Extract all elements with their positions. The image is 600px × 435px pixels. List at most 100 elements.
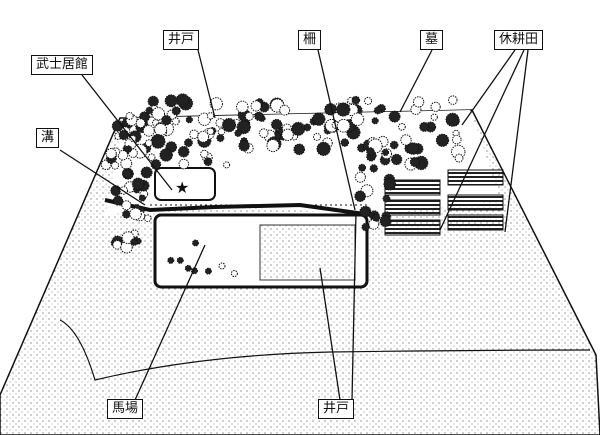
tree-icon (121, 231, 135, 245)
tree-icon (138, 194, 146, 202)
tree-icon (244, 111, 254, 121)
tree-icon (379, 215, 392, 228)
label-grave: 墓 (420, 30, 444, 50)
tree-icon (184, 138, 193, 148)
tree-icon (281, 128, 294, 142)
tree-icon (364, 96, 373, 105)
river-bank (59, 319, 591, 381)
tree-icon (218, 262, 226, 270)
tree-icon (105, 148, 117, 160)
tree-icon (204, 267, 212, 275)
tree-icon (336, 118, 351, 133)
tree-icon (406, 142, 420, 155)
tree-icon (383, 177, 397, 191)
tree-icon (336, 102, 351, 117)
tree-icon (350, 112, 365, 126)
tree-icon (135, 118, 146, 129)
tree-icon (216, 134, 225, 143)
tree-icon (451, 134, 462, 145)
tree-icon (140, 166, 153, 179)
tree-icon (110, 161, 120, 170)
leader-lines (59, 49, 529, 401)
tree-icon (382, 194, 391, 203)
tree-icon (203, 157, 213, 167)
tree-icon (150, 133, 166, 149)
tree-icon (175, 93, 190, 108)
tree-icon (143, 214, 152, 223)
tree-icon (145, 106, 154, 115)
tree-icon (361, 222, 370, 232)
tree-icon (124, 145, 133, 153)
tree-icon (122, 209, 131, 219)
tree-icon (129, 207, 142, 221)
tree-icon (217, 127, 226, 136)
tree-icon (171, 117, 180, 126)
field-plot (384, 219, 441, 236)
tree-icon (167, 256, 175, 264)
tree-icon (112, 240, 123, 250)
tree-icon (189, 129, 199, 140)
tree-icon (371, 117, 379, 125)
tree-icon (159, 148, 173, 162)
tree-icon (112, 195, 124, 206)
tree-icon (366, 147, 375, 156)
tree-icon (147, 153, 156, 162)
tree-icon (125, 111, 134, 120)
tree-icon (388, 110, 401, 123)
tree-icon (266, 138, 280, 153)
label-samurai-residence: 武士居館 (31, 55, 94, 75)
tree-icon (185, 116, 193, 124)
tree-icon (234, 129, 242, 137)
tree-icon (351, 95, 361, 105)
tree-icon (130, 238, 138, 246)
label-well-top: 井戸 (163, 30, 200, 50)
tree-icon (371, 213, 381, 222)
fallow-fields (384, 169, 504, 236)
tree-icon (258, 128, 269, 138)
tree-icon (230, 270, 238, 278)
tree-icon (311, 112, 326, 126)
tree-icon (445, 112, 460, 127)
tree-icon (254, 111, 264, 121)
tree-icon (390, 153, 403, 166)
tree-icon (121, 200, 132, 211)
tree-icon (151, 107, 166, 121)
tree-icon (291, 121, 306, 136)
tree-icon (340, 138, 350, 147)
tree-icon (200, 149, 209, 159)
tree-icon (354, 171, 366, 183)
tree-icon (154, 122, 168, 137)
tree-icon (409, 156, 421, 168)
tree-icon (184, 264, 192, 272)
tree-icon (412, 96, 425, 108)
label-well-bottom: 井戸 (318, 399, 355, 419)
tree-icon (270, 118, 283, 131)
tree-icon (398, 122, 406, 131)
tree-icon (236, 100, 249, 114)
tree-icon (144, 139, 153, 147)
tree-icon (117, 149, 129, 161)
tree-icon (250, 100, 262, 112)
tree-icon (164, 94, 178, 108)
tree-icon (312, 132, 321, 141)
tree-icon (373, 106, 382, 115)
tree-icon (274, 132, 282, 140)
tree-icon (400, 134, 412, 146)
tree-icon (197, 130, 210, 143)
tree-icon (389, 140, 399, 150)
field-plot (447, 194, 504, 211)
tree-icon (447, 95, 458, 105)
field-plot (384, 199, 441, 216)
tree-icon (206, 112, 215, 120)
tree-icon (178, 158, 190, 170)
tree-icon (381, 148, 390, 157)
tree-icon (221, 117, 237, 133)
tree-icon (369, 164, 378, 173)
tree-icon (359, 205, 371, 218)
tree-icon (161, 114, 172, 126)
label-fallow-field: 休耕田 (494, 30, 544, 50)
tree-icon (223, 161, 231, 169)
star-icon: ★ (175, 178, 189, 197)
riding-ground-plots (259, 224, 356, 281)
tree-icon (192, 239, 200, 247)
